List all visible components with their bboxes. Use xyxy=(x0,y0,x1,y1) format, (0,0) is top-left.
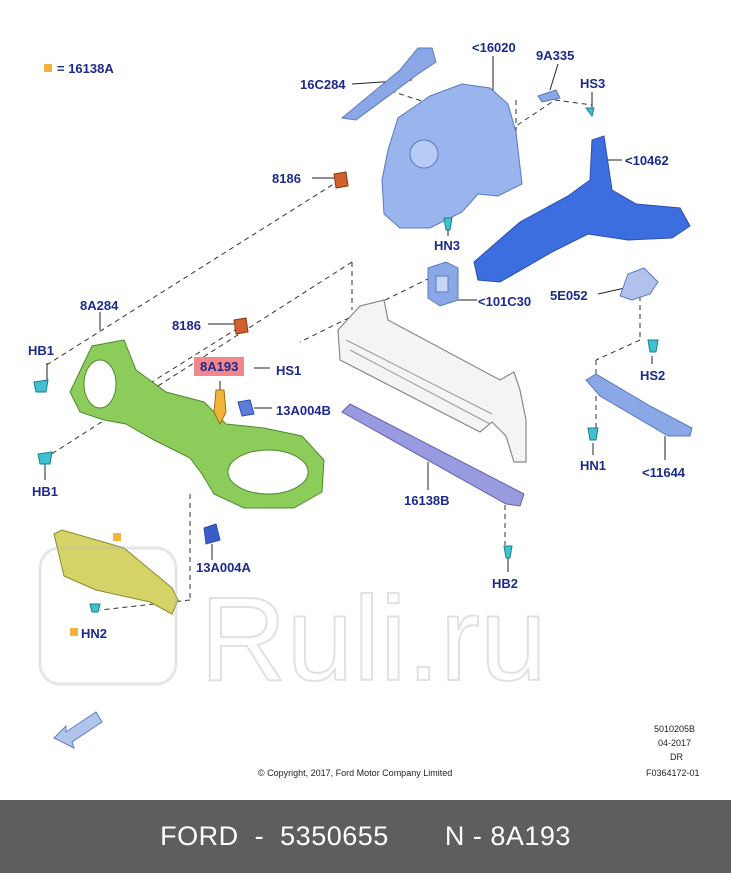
bracket-hole xyxy=(435,275,449,293)
label-16020: <16020 xyxy=(472,40,516,55)
label-13a004b: 13A004B xyxy=(276,403,331,418)
label-8186-mid: 8186 xyxy=(172,318,201,333)
label-hs3: HS3 xyxy=(580,76,606,91)
label-hn1: HN1 xyxy=(580,458,607,473)
label-11644: <11644 xyxy=(642,465,686,480)
bumper-beam-shape xyxy=(337,299,527,463)
fastener-hn1 xyxy=(587,427,599,441)
footer-sep2 xyxy=(264,821,272,851)
watermark-text: Ruli.ru xyxy=(200,572,547,706)
part-13a004a-shape xyxy=(203,523,221,545)
front-direction-arrow-icon xyxy=(53,711,103,749)
label-hs1: HS1 xyxy=(276,363,302,378)
label-8186-top: 8186 xyxy=(272,171,301,186)
label-hn2: HN2 xyxy=(81,626,108,641)
fastener-hs2 xyxy=(647,339,659,353)
label-101c30: <101C30 xyxy=(478,294,532,309)
label-9a335: 9A335 xyxy=(536,48,575,63)
legend-marker-1 xyxy=(113,533,121,541)
label-5e052: 5E052 xyxy=(550,288,588,303)
leader-lines xyxy=(44,56,666,572)
label-16c284: 16C284 xyxy=(300,77,346,92)
part-5e052-shape xyxy=(619,267,659,301)
part-16020-shape xyxy=(381,83,523,229)
label-16138b: 16138B xyxy=(404,493,450,508)
diagram-date: 04-2017 xyxy=(658,738,692,748)
footer-partnum: 5350655 xyxy=(280,821,389,851)
footer-bar: FORD - 5350655 N - 8A193 xyxy=(0,800,731,873)
label-hn3: HN3 xyxy=(434,238,461,253)
fasteners xyxy=(33,107,659,613)
legend-swatch xyxy=(44,64,52,72)
part-16138b-shape xyxy=(341,403,525,507)
diagram-code: 5010205B xyxy=(654,724,696,734)
watermark-logo xyxy=(38,546,178,686)
beam-edge xyxy=(345,339,493,415)
label-8a193-highlighted[interactable]: 8A193 xyxy=(194,357,245,376)
part-8186-top-shape xyxy=(333,171,349,189)
part-16c284-shape xyxy=(340,47,437,121)
part-8a193-shape xyxy=(213,389,227,426)
legend-marker-2 xyxy=(70,628,78,636)
label-8a284: 8A284 xyxy=(80,298,119,313)
footer-brand: FORD xyxy=(160,821,239,851)
footer-sep xyxy=(247,821,255,851)
headlamp-opening-left xyxy=(83,359,117,409)
footer-dash: - xyxy=(254,821,265,851)
headlamp-opening-right xyxy=(227,449,309,495)
footer-text: FORD - 5350655 N - 8A193 xyxy=(160,821,571,852)
beam-edge-2 xyxy=(349,349,491,425)
part-13a004b-shape xyxy=(237,399,255,417)
part-10462-shape xyxy=(473,135,691,283)
part-11644-shape xyxy=(585,373,693,437)
diagram-dr: DR xyxy=(670,752,683,762)
label-13a004a: 13A004A xyxy=(196,560,251,575)
part-8186-mid-shape xyxy=(233,317,249,335)
part-16138a-shape xyxy=(53,529,179,615)
parts-diagram: Ruli.ru xyxy=(33,47,693,749)
legend-text: = 16138A xyxy=(57,61,114,76)
footer-n-code: N - 8A193 xyxy=(444,821,571,851)
footer-gap xyxy=(397,821,437,851)
label-10462: <10462 xyxy=(625,153,669,168)
fastener-hs3 xyxy=(585,107,595,118)
wheelhouse-hole xyxy=(409,139,439,169)
dashed-guides xyxy=(44,87,641,611)
label-hs2: HS2 xyxy=(640,368,666,383)
fastener-hn2 xyxy=(89,603,101,613)
label-hb2: HB2 xyxy=(492,576,519,591)
copyright: © Copyright, 2017, Ford Motor Company Li… xyxy=(258,768,453,778)
fastener-hb1-top xyxy=(33,379,49,393)
fastener-hb2 xyxy=(503,545,513,559)
fastener-hb1-bottom xyxy=(37,451,53,465)
label-hb1-bottom: HB1 xyxy=(32,484,59,499)
part-9a335-shape xyxy=(537,89,561,103)
diagram-ref: F0364172-01 xyxy=(646,768,700,778)
label-hb1-top: HB1 xyxy=(28,343,55,358)
fastener-hn3 xyxy=(443,217,453,231)
